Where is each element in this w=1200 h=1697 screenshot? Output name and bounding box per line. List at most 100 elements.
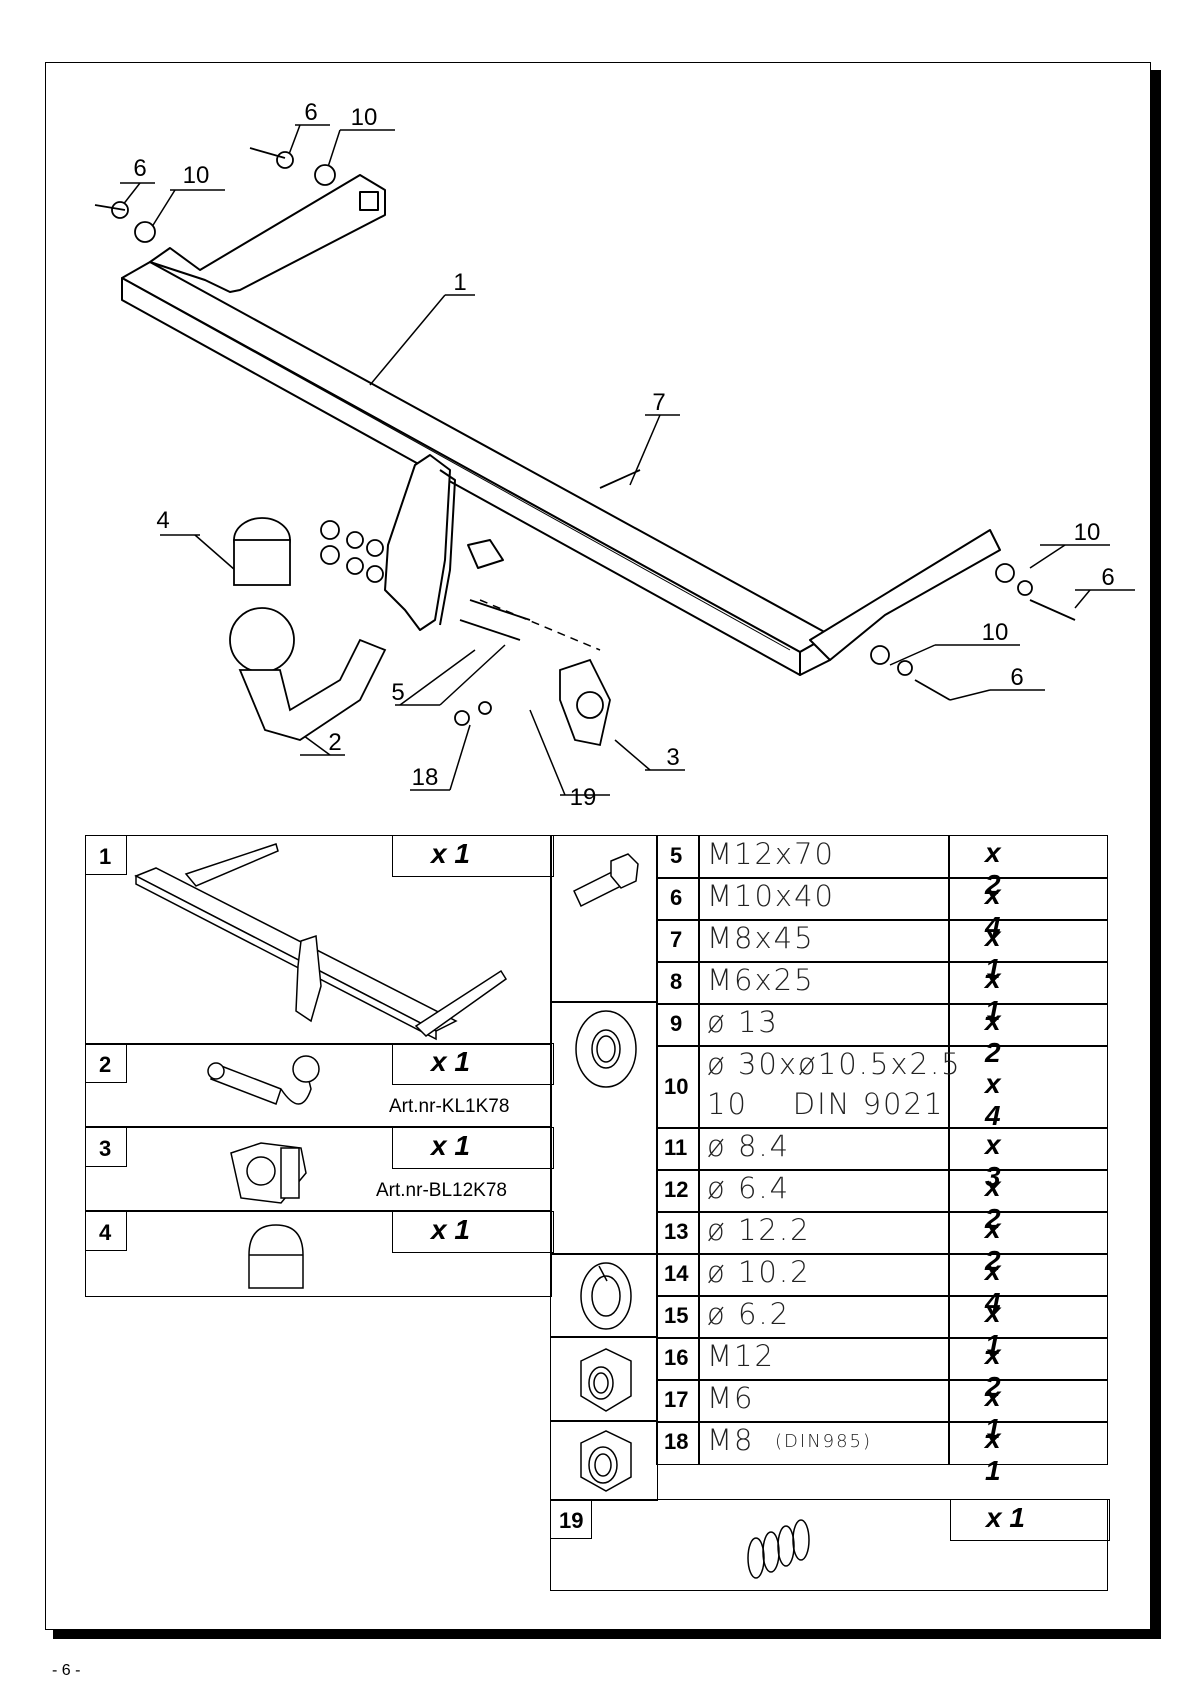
part-qty: x 3 [985, 1129, 1001, 1192]
qty-cell [948, 1003, 1108, 1047]
spec-cell [698, 1003, 950, 1047]
num-cell [656, 961, 700, 1005]
part-number: 9 [670, 1011, 683, 1036]
hex-nut-icon [580, 1348, 632, 1412]
tow-ball-part [229, 607, 295, 673]
callout-7: 7 [652, 389, 665, 416]
part-qty: x 1 [985, 963, 1001, 1026]
part-qty: x 1 [431, 1214, 470, 1245]
spec-cell [698, 1295, 950, 1339]
bolt-icon [573, 853, 639, 908]
part-spec: M8x45 [707, 921, 815, 955]
part-number: 12 [664, 1177, 689, 1202]
crossbar-part [121, 261, 831, 653]
bolt-icon-cell [550, 835, 658, 1003]
part-qty: x 2 [985, 1339, 1001, 1402]
left-bracket-part [149, 174, 386, 293]
callout-6d: 6 [1010, 664, 1023, 691]
spring-row: 19 x 1 [549, 1498, 1110, 1591]
num-cell [656, 1045, 700, 1129]
part-number: 4 [99, 1220, 112, 1245]
part-spec: M6 [707, 1381, 755, 1415]
num-cell [656, 1379, 700, 1423]
part-spec: M12x70 [707, 837, 835, 871]
page-number: - 6 - [52, 1662, 81, 1679]
part-spec: ø 13 [707, 1005, 779, 1039]
spec-cell [698, 1211, 950, 1255]
part-qty: x 4 [985, 1068, 1001, 1131]
part-qty: x 2 [985, 1213, 1001, 1276]
towbar-icon [134, 843, 508, 1041]
spec-cell [698, 835, 950, 879]
hanger-part [384, 454, 451, 631]
callout-10b: 10 [183, 162, 210, 189]
part-qty: x 4 [985, 1255, 1001, 1318]
part-spec: M10x40 [707, 879, 835, 913]
callout-10d: 10 [982, 619, 1009, 646]
part-number: 1 [99, 844, 112, 869]
num-cell [656, 1337, 700, 1381]
frame-shadow-bottom [53, 1630, 1161, 1639]
qty-cell [948, 1379, 1108, 1423]
num-cell [656, 1211, 700, 1255]
spec-cell [698, 1421, 950, 1465]
callout-6c: 6 [1101, 564, 1114, 591]
qty-cell [948, 1253, 1108, 1297]
qty-cell [948, 1045, 1108, 1129]
qty-cell [948, 835, 1108, 879]
spring-washer-icon-cell [550, 1253, 658, 1337]
part-qty: x 1 [985, 921, 1001, 984]
num-cell [656, 1169, 700, 1213]
callout-1: 1 [453, 269, 466, 296]
lock-nut-icon [580, 1430, 632, 1492]
part-qty: x 1 [431, 1130, 470, 1161]
part-spec-line2: 10 DIN 9021 [707, 1087, 945, 1121]
part-number: 2 [99, 1052, 112, 1077]
part-spec: ø 8.4 [707, 1129, 791, 1163]
part-qty: x 1 [986, 1502, 1025, 1533]
spring-washer-icon [580, 1262, 632, 1330]
part-number: 6 [670, 885, 683, 910]
part-number: 5 [670, 843, 683, 868]
flat-washer-icon-cell [550, 1001, 658, 1255]
part-spec: ø 12.2 [707, 1213, 811, 1247]
spec-cell [698, 1337, 950, 1381]
part-spec: M8 [707, 1423, 755, 1457]
qty-cell [948, 1295, 1108, 1339]
lock-nut-icon-cell [550, 1421, 658, 1501]
hex-nut-icon-cell [550, 1337, 658, 1421]
callout-5: 5 [391, 679, 404, 706]
num-cell [656, 1295, 700, 1339]
part-spec: ø 6.2 [707, 1297, 791, 1331]
callout-10c: 10 [1074, 519, 1101, 546]
part-number: 16 [664, 1345, 689, 1370]
part-number: 8 [670, 969, 683, 994]
socket-plate-icon [230, 1142, 307, 1204]
callout-6b: 6 [133, 155, 146, 182]
part-number: 11 [664, 1135, 688, 1160]
part-number: 7 [670, 927, 683, 952]
part-row-1: 1 x 1 [84, 834, 554, 1045]
num-cell [656, 1003, 700, 1047]
spring-icon [747, 1519, 810, 1579]
part-qty: x 1 [431, 838, 470, 869]
spec-cell [698, 1253, 950, 1297]
callout-18: 18 [412, 764, 439, 791]
spec-cell [698, 1379, 950, 1423]
part-number: 14 [664, 1261, 689, 1286]
part-spec: M12 [707, 1339, 775, 1373]
num-cell [656, 1127, 700, 1171]
part-qty: x 4 [985, 879, 1001, 942]
num-cell [656, 835, 700, 879]
part-row-3: 3 x 1 Art.nr-BL12K78 [84, 1126, 554, 1211]
page-frame [45, 62, 1151, 1630]
spec-cell [698, 877, 950, 921]
part-number: 17 [664, 1387, 689, 1412]
part-qty: x 1 [985, 1423, 1001, 1486]
part-number: 10 [664, 1074, 689, 1099]
callout-4: 4 [156, 507, 169, 534]
spec-cell [698, 961, 950, 1005]
num-cell [656, 919, 700, 963]
qty-cell [948, 1211, 1108, 1255]
qty-cell [948, 1337, 1108, 1381]
